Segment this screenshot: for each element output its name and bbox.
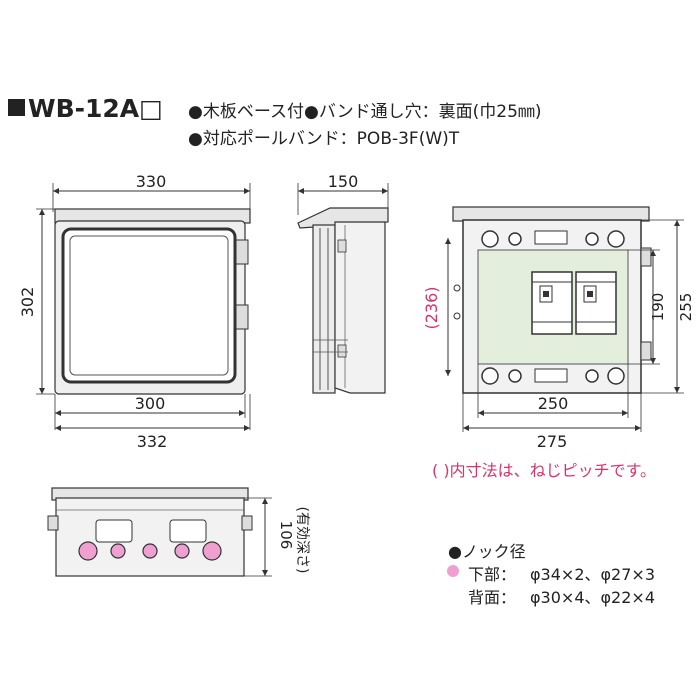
bottom-knock-34 (202, 541, 222, 561)
bottom-knock-34 (78, 541, 98, 561)
back-knock-hole (508, 232, 522, 246)
front-window (61, 227, 237, 384)
back-knock-hole (481, 230, 499, 248)
side-door (312, 224, 336, 394)
bottom-knock-label: 下部： (468, 565, 517, 584)
spec-line-2: ●対応ポールバンド：POB-3F(W)T (188, 129, 460, 149)
band-slot-top (534, 230, 568, 245)
front-view (36, 183, 251, 431)
breaker-left (531, 271, 573, 335)
back-knock-hole (585, 369, 599, 383)
knock-heading: ●ノック径 (448, 542, 526, 561)
dim-text-255: 255 (677, 293, 695, 322)
back-knock-hole (508, 369, 522, 383)
dim-text-330: 330 (136, 172, 167, 191)
front-latch-top (235, 239, 249, 265)
bottom-knock-27 (110, 543, 126, 559)
dim-text-150: 150 (328, 172, 359, 191)
back-knock-hole (481, 367, 499, 385)
bottom-knock-27 (174, 543, 190, 559)
back-knock-hole (585, 232, 599, 246)
dim-text-275: 275 (537, 432, 568, 451)
band-slot-bottom (534, 368, 568, 383)
dim-text-300: 300 (135, 394, 166, 413)
front-latch-bottom (235, 304, 249, 330)
inner-top-cap (452, 206, 650, 222)
bottom-body (55, 497, 245, 577)
bottom-knock-values: φ34×2、φ27×3 (530, 565, 656, 584)
title-square-mark (8, 99, 25, 116)
side-body (334, 221, 386, 394)
dim-text-106: 106 (277, 521, 295, 550)
inner-view (445, 206, 684, 432)
breaker-right (575, 271, 617, 335)
model-title: WB-12A□ (28, 94, 163, 123)
side-view (297, 183, 389, 394)
back-knock-hole (607, 367, 625, 385)
dim-text-250: 250 (538, 394, 569, 413)
back-knock-label: 背面： (468, 588, 517, 607)
bottom-knock-27 (142, 543, 158, 559)
dim-text-302: 302 (18, 287, 37, 318)
dim-text-236: (236) (422, 286, 441, 329)
pink-dot-marker (447, 565, 459, 577)
spec-line-1: ●木板ベース付●バンド通し穴：裏面(巾25㎜) (188, 102, 542, 122)
pitch-note: ( )内寸法は、ねじピッチです。 (432, 461, 656, 480)
effective-depth-label: (有効深さ) (294, 507, 310, 574)
dim-text-190: 190 (649, 293, 667, 322)
back-knock-hole (607, 230, 625, 248)
back-knock-values: φ30×4、φ22×4 (530, 588, 656, 607)
dim-text-332: 332 (137, 432, 168, 451)
bottom-view (47, 487, 272, 577)
